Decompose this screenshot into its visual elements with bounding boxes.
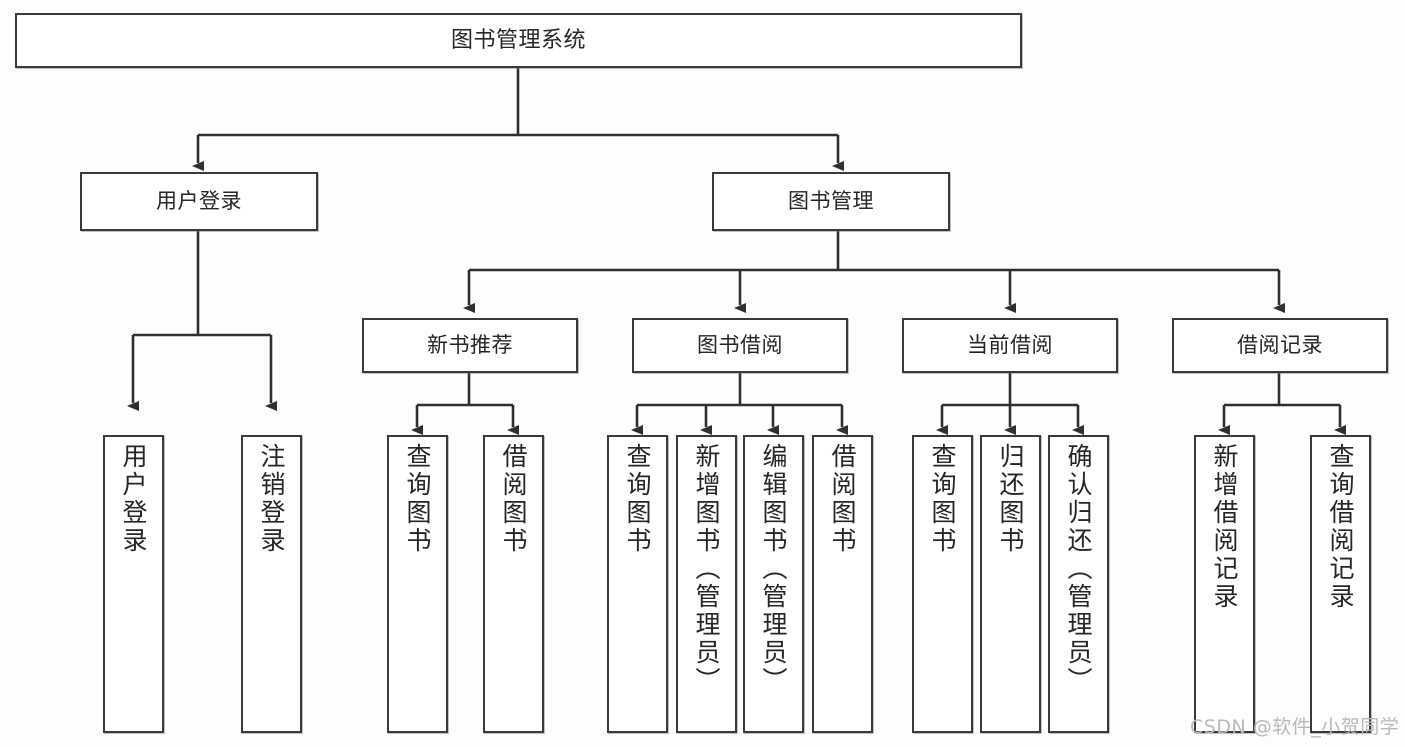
node-label: 借阅图书 (499, 443, 528, 555)
node-label: 查询图书 (928, 443, 957, 555)
leaf-return-book[interactable]: 归还图书 (980, 435, 1041, 733)
leaf-query-book-recommend[interactable]: 查询图书 (387, 435, 448, 733)
leaf-borrow-book-recommend[interactable]: 借阅图书 (483, 435, 544, 733)
node-label: 图书管理 (788, 189, 874, 214)
leaf-query-book-borrow[interactable]: 查询图书 (607, 435, 668, 733)
node-new-book-recommend[interactable]: 新书推荐 (362, 318, 578, 373)
leaf-user-login[interactable]: 用户登录 (103, 435, 164, 733)
node-label: 注销登录 (257, 443, 286, 555)
node-user-login[interactable]: 用户登录 (80, 172, 318, 231)
leaf-borrow-book[interactable]: 借阅图书 (812, 435, 873, 733)
leaf-logout[interactable]: 注销登录 (241, 435, 302, 733)
node-label: 图书管理系统 (450, 27, 586, 53)
leaf-confirm-return-admin[interactable]: 确认归还（管理员） (1048, 435, 1109, 733)
leaf-edit-book-admin[interactable]: 编辑图书（管理员） (743, 435, 804, 733)
node-label: 查询图书 (403, 443, 432, 555)
node-label: 新书推荐 (427, 333, 513, 358)
node-borrow-record[interactable]: 借阅记录 (1172, 318, 1388, 373)
node-label: 借阅图书 (828, 443, 857, 555)
node-book-borrow[interactable]: 图书借阅 (632, 318, 848, 373)
node-current-borrow[interactable]: 当前借阅 (902, 318, 1118, 373)
node-label: 用户登录 (119, 443, 148, 555)
node-label: 编辑图书（管理员） (759, 443, 788, 695)
node-label: 查询借阅记录 (1326, 443, 1355, 611)
node-root-system[interactable]: 图书管理系统 (15, 13, 1022, 68)
node-label: 新增借阅记录 (1210, 443, 1239, 611)
node-label: 归还图书 (996, 443, 1025, 555)
leaf-add-book-admin[interactable]: 新增图书（管理员） (676, 435, 737, 733)
node-label: 查询图书 (623, 443, 652, 555)
leaf-add-borrow-record[interactable]: 新增借阅记录 (1194, 435, 1255, 733)
node-label: 用户登录 (156, 189, 242, 214)
node-label: 确认归还（管理员） (1064, 443, 1093, 695)
node-label: 图书借阅 (697, 333, 783, 358)
node-label: 借阅记录 (1237, 333, 1323, 358)
node-label: 新增图书（管理员） (692, 443, 721, 695)
leaf-query-book-current[interactable]: 查询图书 (912, 435, 973, 733)
node-book-management[interactable]: 图书管理 (712, 172, 950, 231)
leaf-query-borrow-record[interactable]: 查询借阅记录 (1310, 435, 1371, 733)
node-label: 当前借阅 (967, 333, 1053, 358)
